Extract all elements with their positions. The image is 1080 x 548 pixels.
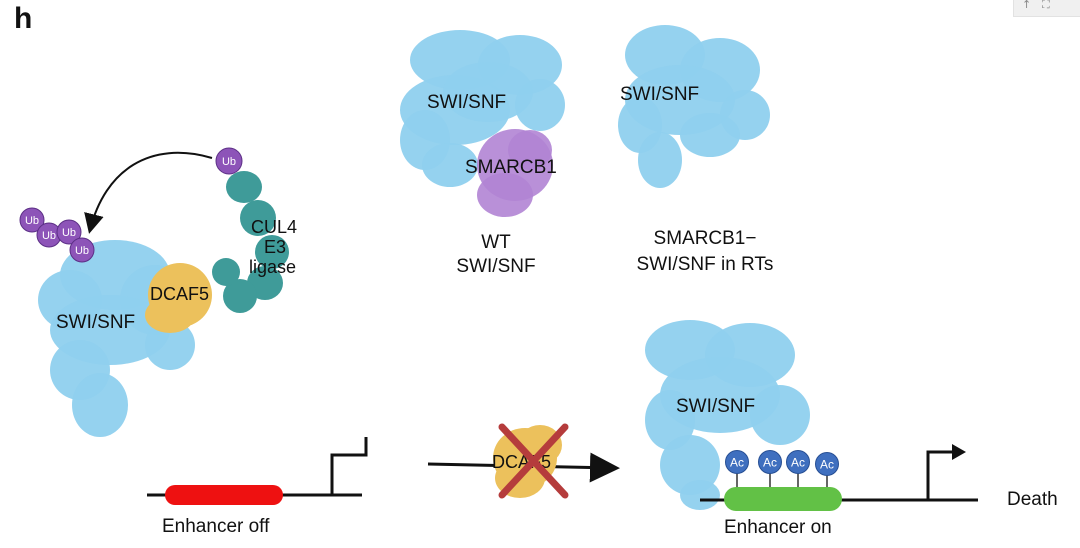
mutant-caption-line1: SMARCB1− bbox=[654, 228, 757, 249]
outcome-label: Death bbox=[1007, 489, 1058, 510]
enhancer-on-box bbox=[724, 487, 842, 511]
svg-text:Ac: Ac bbox=[791, 456, 805, 470]
svg-text:Ac: Ac bbox=[820, 458, 834, 472]
svg-text:Ub: Ub bbox=[42, 230, 56, 242]
ub-donor: Ub bbox=[215, 147, 243, 175]
panel-label: h bbox=[14, 2, 33, 35]
e3-label: E3 bbox=[264, 237, 286, 257]
wt-swisnf-complex bbox=[400, 30, 565, 187]
acetyl-marks: Ac Ac Ac Ac bbox=[725, 450, 839, 487]
arrow-up-icon[interactable]: ↑ bbox=[1022, 0, 1032, 11]
active-swisnf-complex bbox=[645, 320, 810, 510]
expand-icon[interactable]: ⛶ bbox=[1042, 0, 1050, 11]
ligase-label: ligase bbox=[249, 257, 296, 277]
mutant-swisnf-complex bbox=[618, 25, 770, 188]
transcription-arrowhead bbox=[952, 444, 966, 460]
mutant-complex-label: SWI/SNF bbox=[620, 84, 699, 105]
toolbar-corner: ↑ ⛶ bbox=[1013, 0, 1080, 17]
enhancer-off-label: Enhancer off bbox=[162, 516, 270, 537]
ubiquitin-transfer-arrow bbox=[84, 151, 213, 234]
wt-caption-line1: WT bbox=[481, 232, 511, 253]
degraded-complex-label: SWI/SNF bbox=[56, 312, 135, 333]
smarcb1-subunit bbox=[477, 129, 553, 217]
inhibition-cross-icon bbox=[498, 423, 569, 499]
cul4-e3-ligase bbox=[212, 171, 289, 313]
dcaf5-label: DCAF5 bbox=[150, 284, 209, 304]
svg-text:Ub: Ub bbox=[25, 215, 39, 227]
cul4-label: CUL4 bbox=[251, 217, 297, 237]
enhancer-off-box bbox=[165, 485, 283, 505]
active-complex-label: SWI/SNF bbox=[676, 396, 755, 417]
mutant-caption-line2: SWI/SNF in RTs bbox=[637, 254, 774, 275]
wt-caption-line2: SWI/SNF bbox=[456, 256, 535, 277]
wt-complex-label: SWI/SNF bbox=[427, 92, 506, 113]
svg-text:Ac: Ac bbox=[763, 456, 777, 470]
transcription-start-arrow bbox=[926, 450, 955, 500]
promoter-blocked bbox=[330, 437, 368, 495]
svg-text:Ub: Ub bbox=[62, 227, 76, 239]
svg-text:Ac: Ac bbox=[730, 456, 744, 470]
ub-chain: Ub Ub Ub Ub bbox=[19, 207, 95, 263]
dcaf5-protein bbox=[145, 263, 212, 333]
smarcb1-label: SMARCB1 bbox=[465, 157, 557, 178]
svg-text:Ub: Ub bbox=[75, 245, 89, 257]
svg-text:Ub: Ub bbox=[222, 156, 236, 168]
enhancer-on-label: Enhancer on bbox=[724, 517, 832, 538]
